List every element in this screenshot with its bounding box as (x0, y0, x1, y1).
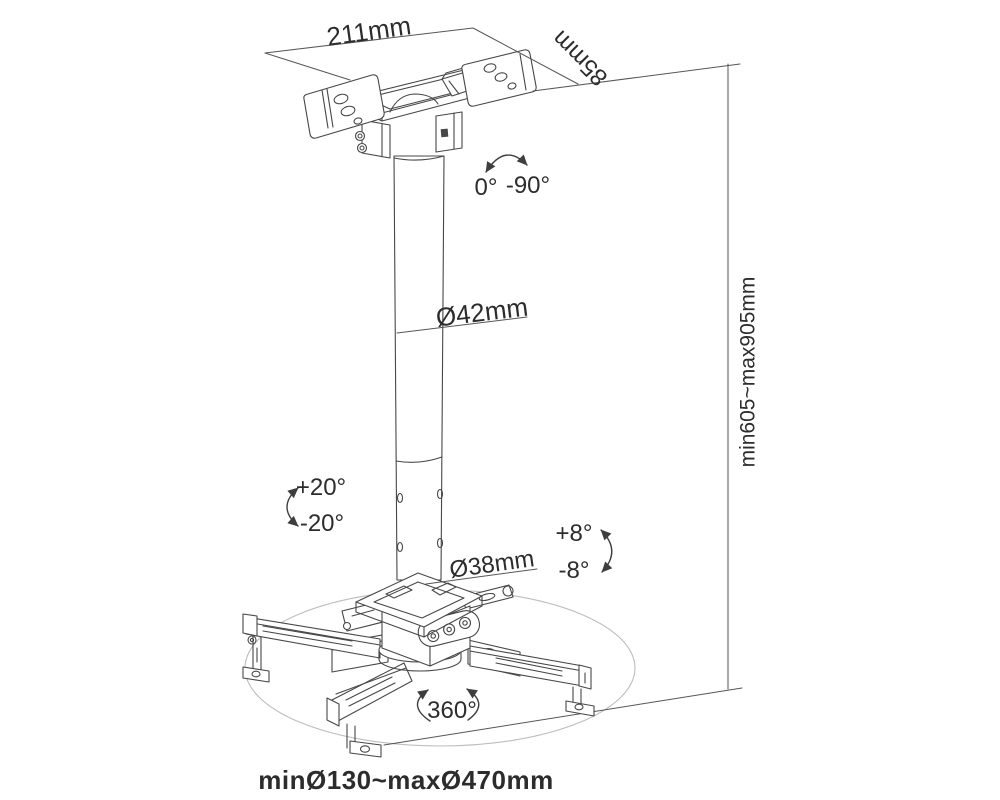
left-wing-flange (303, 74, 385, 139)
foot-front (346, 723, 382, 758)
side-tilt-down-label: -20° (300, 510, 344, 537)
adjust-hole (436, 488, 444, 500)
arm-spread-range-label: minØ130~maxØ470mm (258, 765, 553, 795)
adjust-hole (396, 492, 404, 504)
arm-left (242, 613, 389, 683)
rotation-arrows (286, 154, 613, 722)
base-rotation-arrow-left (416, 689, 431, 722)
arm-front (326, 662, 413, 758)
spider-arms (242, 584, 595, 758)
foot-right (565, 686, 595, 717)
adjust-hole (436, 537, 444, 549)
pole-swivel-to-label: -90° (506, 172, 550, 199)
front-tilt-up-label: +8° (556, 520, 593, 547)
head-collar (355, 572, 483, 638)
front-tilt-down-label: -8° (559, 557, 590, 584)
lower-diameter-leader (425, 568, 538, 585)
height-dim-top-extension (532, 63, 741, 92)
plate-width-dim-line (264, 27, 474, 54)
foot-left (242, 635, 270, 683)
front-tilt-arrow (600, 529, 613, 573)
side-tilt-up-label: +20° (296, 474, 346, 501)
base-rotation-arrow-right (466, 688, 480, 721)
upper-pole-diameter-label: Ø42mm (434, 291, 529, 332)
upper-diameter-leader (396, 316, 528, 334)
pole-swivel-arrow (485, 154, 528, 173)
hanging-bracket (354, 111, 463, 161)
plane-edge-left (264, 52, 351, 81)
height-range-label: min605~max905mm (737, 277, 760, 468)
plate-depth-label: 85mm (547, 25, 613, 91)
pole-joint-line (395, 456, 443, 463)
side-tilt-arrow (286, 487, 299, 527)
adjust-hole (396, 541, 404, 553)
lower-pole-diameter-label: Ø38mm (448, 545, 536, 584)
right-wing-flange (461, 49, 537, 107)
plate-width-label: 211mm (325, 10, 413, 52)
ceiling-plate (303, 49, 537, 161)
pole-swivel-from-label: 0° (475, 174, 498, 201)
plate-depth-dim-line (472, 27, 579, 85)
dimension-lines (264, 27, 741, 690)
height-dim-bottom-extension (383, 687, 743, 746)
telescopic-pole (393, 155, 445, 581)
base-rotation-label: 360° (427, 697, 477, 724)
frame-dome-tab (389, 93, 439, 113)
arm-right (467, 639, 595, 717)
